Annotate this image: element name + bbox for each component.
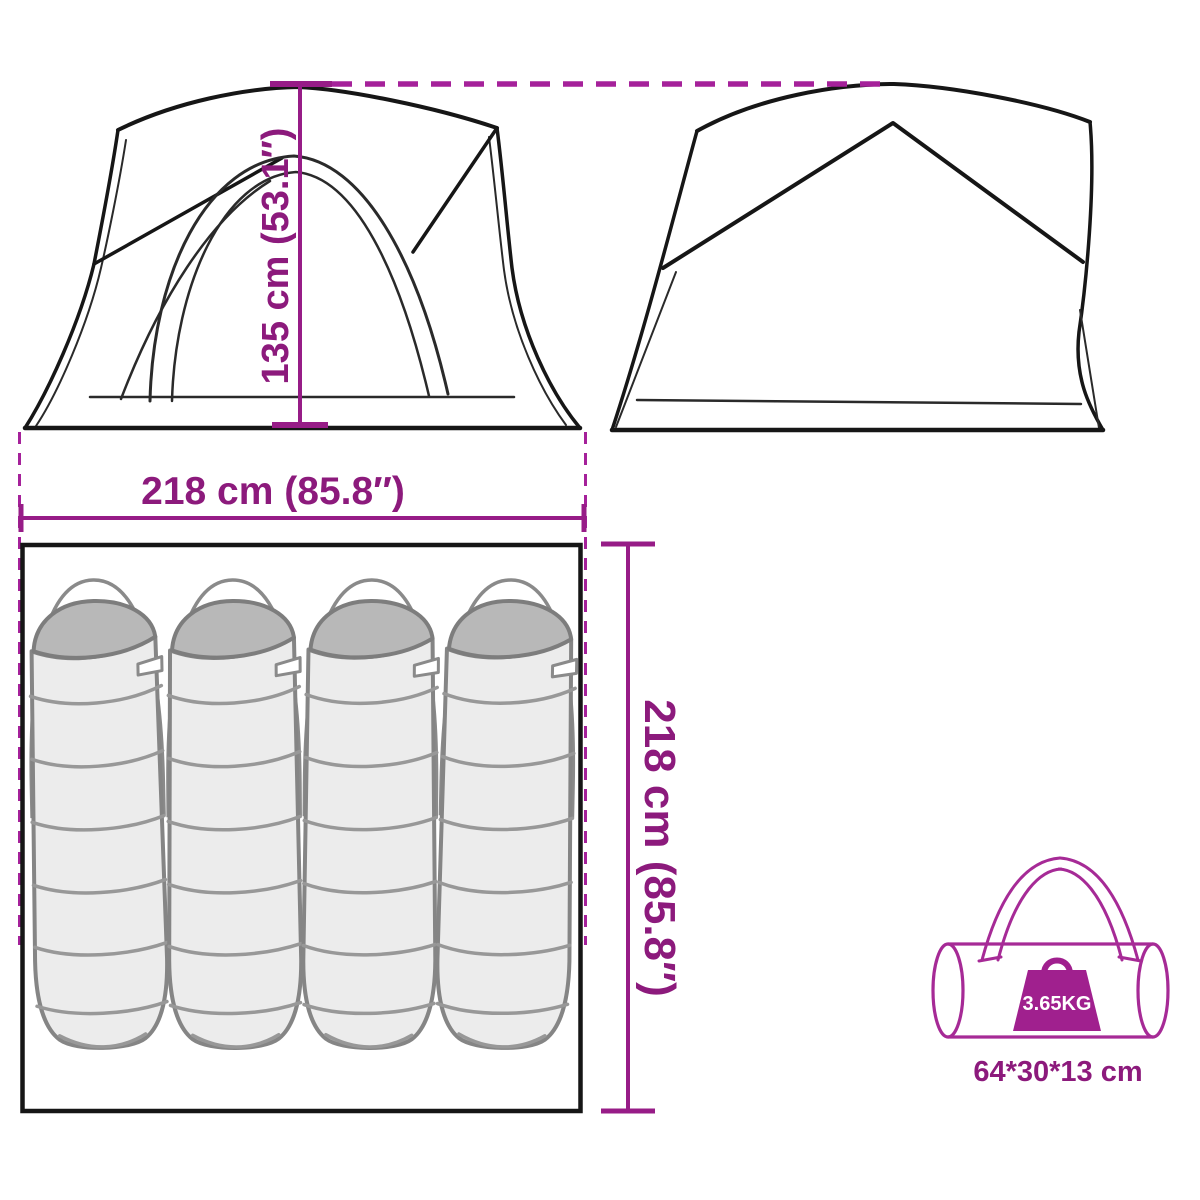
front-fly-hem-left — [92, 156, 284, 266]
sleeping-bag-3 — [300, 577, 441, 1051]
back-guy-line-left — [615, 271, 677, 428]
back-seam-vee — [661, 121, 1085, 270]
carry-bag-end-left — [931, 942, 965, 1039]
weight-icon-block — [1013, 970, 1101, 1031]
carry-bag-end-right — [1136, 942, 1170, 1039]
front-left-edge — [23, 128, 120, 430]
front-door-slant — [119, 179, 272, 401]
tent-back-view — [609, 82, 1106, 433]
height-dimension: 135 cm (53.1″) — [255, 81, 880, 428]
back-guy-line-right — [1079, 309, 1100, 429]
handle-left-inner — [996, 867, 1063, 962]
front-ridge — [116, 85, 499, 132]
back-ridge — [695, 82, 1092, 133]
height-label: 135 cm (53.1″) — [255, 128, 297, 385]
front-dome-outer-arc — [148, 154, 450, 403]
width-label: 218 cm (85.8″) — [141, 470, 405, 513]
depth-dimension: 218 cm (85.8″) — [601, 541, 684, 1114]
front-right-edge-inner — [488, 136, 567, 426]
carry-bag: 3.65KG 64*30*13 cm — [931, 856, 1170, 1088]
weight-label: 3.65KG — [1023, 993, 1092, 1015]
front-fly-hem-right — [411, 126, 499, 254]
sleeping-bag-2 — [164, 577, 305, 1051]
front-left-edge-inner — [35, 139, 127, 427]
back-left-edge — [610, 129, 699, 432]
weight-icon: 3.65KG — [1013, 957, 1101, 1031]
handle-end-right — [1117, 955, 1143, 963]
handle-right-inner — [1057, 867, 1124, 962]
floor-plan — [20, 542, 583, 1114]
depth-label: 218 cm (85.8″) — [635, 699, 684, 996]
back-right-edge — [1076, 120, 1105, 432]
carry-bag-handles — [977, 856, 1143, 963]
front-dome-inner-arc — [170, 170, 431, 403]
handle-right-outer — [1058, 856, 1140, 962]
handle-left-outer — [980, 856, 1062, 962]
width-dimension: 218 cm (85.8″) — [18, 432, 587, 945]
sleeping-bag-1 — [25, 576, 172, 1052]
tent-front-view — [22, 85, 583, 431]
front-right-edge — [495, 126, 582, 430]
carry-bag-size-label: 64*30*13 cm — [973, 1056, 1142, 1088]
back-ground-line — [635, 398, 1083, 406]
sleeping-bag-4 — [433, 576, 581, 1052]
handle-end-left — [977, 955, 1003, 963]
